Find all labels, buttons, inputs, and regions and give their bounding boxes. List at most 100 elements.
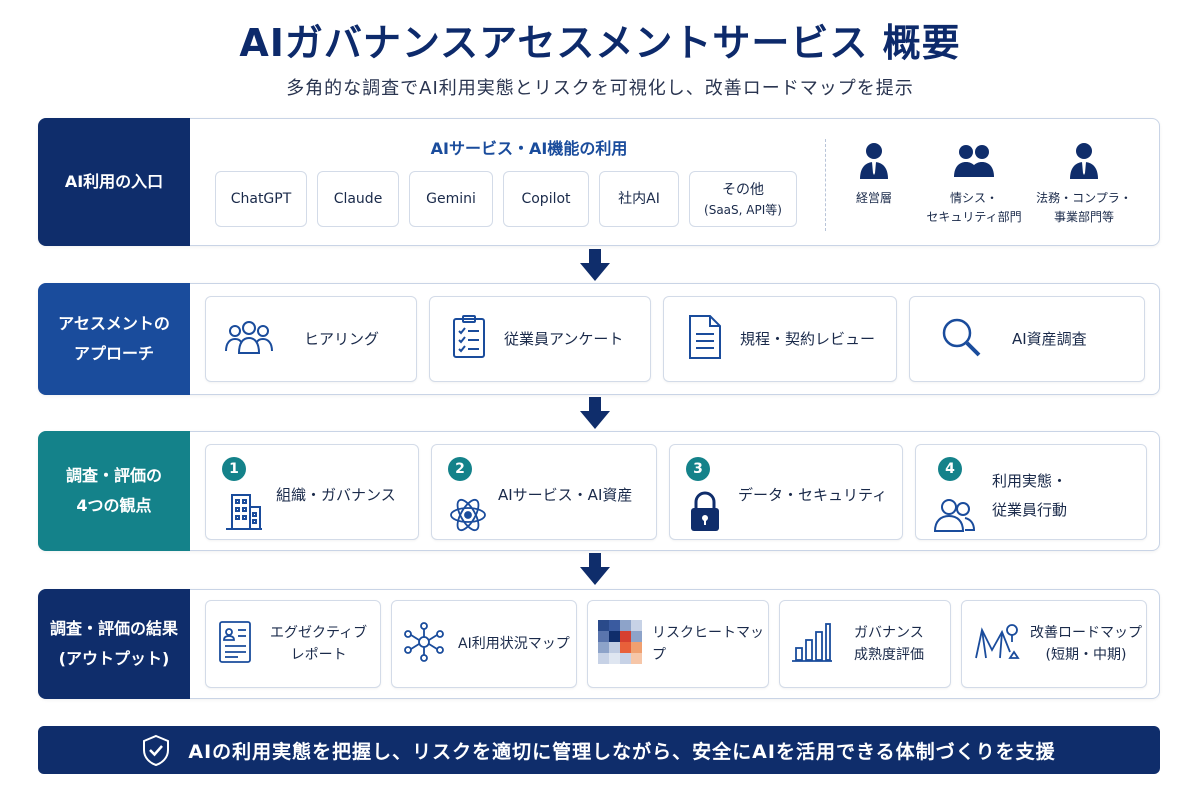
report-icon bbox=[218, 620, 252, 668]
viewpoint-card-usage-behavior: 4 利用実態・ 従業員行動 bbox=[915, 444, 1147, 540]
approach-row: アセスメントの アプローチ ヒアリング 従業員アンケート bbox=[38, 283, 1160, 395]
people-icon bbox=[224, 319, 274, 359]
persona-line1: 経営層 bbox=[855, 191, 892, 205]
service-chatgpt: ChatGPT bbox=[215, 171, 307, 227]
service-gemini: Gemini bbox=[409, 171, 493, 227]
result-card-maturity: ガバナンス 成熟度評価 bbox=[779, 600, 951, 688]
service-label: Copilot bbox=[521, 190, 571, 207]
number-badge: 1 bbox=[222, 457, 246, 481]
viewpoints-row: 調査・評価の 4つの観点 1 組織・ガバナンス 2 bbox=[38, 431, 1160, 551]
service-sublabel: (SaaS, API等) bbox=[704, 202, 782, 217]
approach-card-hearing: ヒアリング bbox=[205, 296, 417, 382]
entry-row: AI利用の入口 AIサービス・AI機能の利用 ChatGPT Claude Ge… bbox=[38, 118, 1160, 246]
shield-check-icon bbox=[143, 734, 170, 766]
result-label: AI利用状況マップ bbox=[458, 635, 570, 652]
result-label-line1: エグゼクティブ bbox=[270, 624, 368, 641]
viewpoint-label-line2: 従業員行動 bbox=[992, 500, 1068, 519]
document-icon bbox=[688, 314, 722, 364]
approach-card-survey: 従業員アンケート bbox=[429, 296, 651, 382]
viewpoint-label: 組織・ガバナンス bbox=[276, 486, 396, 504]
divider bbox=[825, 139, 826, 231]
lock-icon bbox=[688, 491, 722, 537]
persona-line1: 法務・コンプラ・ bbox=[1036, 191, 1132, 205]
service-label: Claude bbox=[333, 190, 383, 207]
viewpoint-label: データ・セキュリティ bbox=[738, 486, 888, 504]
persona-label: 経営層 bbox=[814, 189, 934, 208]
viewpoint-label: 利用実態・ 従業員行動 bbox=[992, 467, 1067, 524]
approach-label: ヒアリング bbox=[304, 330, 380, 348]
down-arrow-icon bbox=[580, 553, 610, 585]
results-label-line1: 調査・評価の結果 bbox=[49, 618, 178, 638]
viewpoint-card-organization: 1 組織・ガバナンス bbox=[205, 444, 419, 540]
heatmap-icon bbox=[598, 620, 642, 668]
viewpoints-label-line2: 4つの観点 bbox=[76, 496, 152, 515]
service-label: Gemini bbox=[426, 190, 476, 207]
approach-label-line2: アプローチ bbox=[73, 344, 154, 363]
persona-label: 法務・コンプラ・ 事業部門等 bbox=[1024, 189, 1144, 227]
number-badge: 2 bbox=[448, 457, 472, 481]
results-row-label: 調査・評価の結果 (アウトプット) bbox=[38, 589, 190, 699]
building-icon bbox=[224, 491, 264, 535]
executive-icon bbox=[857, 143, 891, 185]
viewpoint-card-data-security: 3 データ・セキュリティ bbox=[669, 444, 903, 540]
persona-legal-business: 法務・コンプラ・ 事業部門等 bbox=[1024, 141, 1144, 227]
services-title: AIサービス・AI機能の利用 bbox=[430, 139, 628, 158]
persona-it-security: 情シス・ セキュリティ部門 bbox=[914, 141, 1034, 227]
approach-label-line1: アセスメントの bbox=[58, 313, 170, 333]
service-label: ChatGPT bbox=[230, 190, 292, 207]
number-badge: 4 bbox=[938, 457, 962, 481]
group-icon bbox=[952, 145, 996, 185]
service-label: その他 bbox=[722, 181, 764, 198]
result-card-usage-map: AI利用状況マップ bbox=[391, 600, 577, 688]
service-copilot: Copilot bbox=[503, 171, 589, 227]
down-arrow-icon bbox=[580, 397, 610, 429]
magnifier-icon bbox=[940, 316, 982, 362]
summary-banner: AIの利用実態を把握し、リスクを適切に管理しながら、安全にAIを活用できる体制づ… bbox=[38, 726, 1160, 774]
result-card-risk-heatmap: リスクヒートマップ bbox=[587, 600, 769, 688]
down-arrow-icon bbox=[580, 249, 610, 281]
roadmap-icon bbox=[974, 622, 1020, 666]
viewpoint-card-ai-assets: 2 AIサービス・AI資産 bbox=[431, 444, 657, 540]
viewpoint-label: AIサービス・AI資産 bbox=[498, 486, 633, 504]
viewpoints-row-label: 調査・評価の 4つの観点 bbox=[38, 431, 190, 551]
result-label-line1: 改善ロードマップ bbox=[1030, 624, 1142, 641]
result-label-line1: ガバナンス bbox=[854, 624, 924, 641]
service-claude: Claude bbox=[317, 171, 399, 227]
result-label: エグゼクティブ レポート bbox=[270, 622, 367, 667]
approach-label: AI資産調査 bbox=[1012, 330, 1087, 348]
viewpoint-label-line1: 利用実態・ bbox=[992, 472, 1068, 490]
persona-line1: 情シス・ bbox=[949, 191, 998, 205]
summary-text: AIの利用実態を把握し、リスクを適切に管理しながら、安全にAIを活用できる体制づ… bbox=[188, 740, 1056, 763]
bar-chart-icon bbox=[792, 622, 832, 666]
atom-icon bbox=[448, 495, 488, 539]
results-row: 調査・評価の結果 (アウトプット) エグゼクティブ レポート bbox=[38, 589, 1160, 699]
approach-label: 規程・契約レビュー bbox=[740, 330, 876, 348]
entry-row-label: AI利用の入口 bbox=[38, 118, 190, 246]
result-label-line2: レポート bbox=[290, 647, 347, 663]
checklist-icon bbox=[452, 315, 486, 363]
page-title: AIガバナンスアセスメントサービス 概要 bbox=[239, 21, 961, 65]
result-label: リスクヒートマップ bbox=[652, 624, 764, 663]
result-label: 改善ロードマップ (短期・中期) bbox=[1030, 622, 1142, 667]
service-label: 社内AI bbox=[618, 190, 660, 207]
persona-line2: セキュリティ部門 bbox=[926, 210, 1022, 225]
approach-label: 従業員アンケート bbox=[504, 330, 624, 348]
viewpoints-label-line1: 調査・評価の bbox=[65, 465, 162, 485]
persona-label: 情シス・ セキュリティ部門 bbox=[914, 189, 1034, 227]
result-card-exec-report: エグゼクティブ レポート bbox=[205, 600, 381, 688]
approach-row-label: アセスメントの アプローチ bbox=[38, 283, 190, 395]
result-label-line2: 成熟度評価 bbox=[854, 647, 924, 663]
page-subtitle: 多角的な調査でAI利用実態とリスクを可視化し、改善ロードマップを提示 bbox=[286, 78, 914, 99]
service-internal-ai: 社内AI bbox=[599, 171, 679, 227]
result-card-roadmap: 改善ロードマップ (短期・中期) bbox=[961, 600, 1147, 688]
approach-card-asset-survey: AI資産調査 bbox=[909, 296, 1145, 382]
business-person-icon bbox=[1067, 143, 1101, 185]
network-icon bbox=[404, 622, 444, 666]
users-icon bbox=[932, 497, 976, 537]
results-label-line2: (アウトプット) bbox=[58, 649, 170, 668]
approach-card-review: 規程・契約レビュー bbox=[663, 296, 897, 382]
result-label: ガバナンス 成熟度評価 bbox=[854, 622, 924, 667]
result-label-line2: (短期・中期) bbox=[1045, 647, 1127, 663]
number-badge: 3 bbox=[686, 457, 710, 481]
entry-label-text: AI利用の入口 bbox=[64, 171, 164, 191]
